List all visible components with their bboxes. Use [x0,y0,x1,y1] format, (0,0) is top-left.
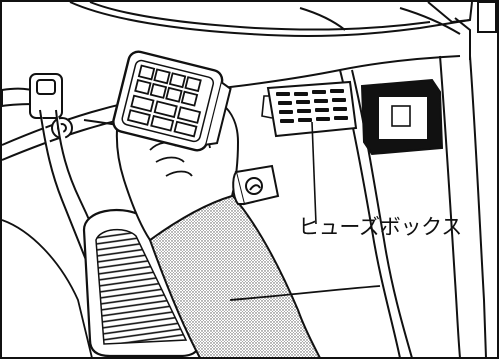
fuse-box-held [112,50,232,152]
fuse-box-label: ヒューズボックス [298,215,462,239]
vent-cutout [427,1,497,33]
accelerator-pedal [82,208,200,358]
release-lever [232,164,280,206]
callout-leader-line [311,121,317,225]
dash-switch [360,78,444,156]
dashboard-outline [1,1,487,359]
floor-lines [1,219,381,359]
fuse-panel-mounted [261,80,358,138]
